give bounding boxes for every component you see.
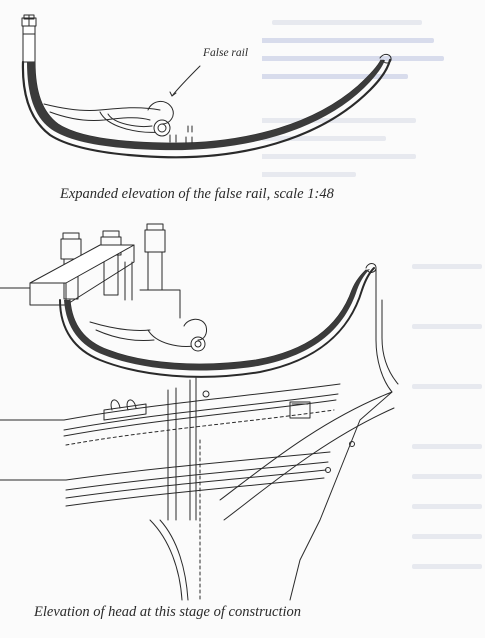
false-rail-elevation-drawing	[21, 14, 392, 159]
caption-expanded-elevation: Expanded elevation of the false rail, sc…	[60, 186, 334, 202]
caption-head-elevation: Elevation of head at this stage of const…	[34, 604, 302, 620]
false-rail-label: False rail	[203, 47, 249, 59]
